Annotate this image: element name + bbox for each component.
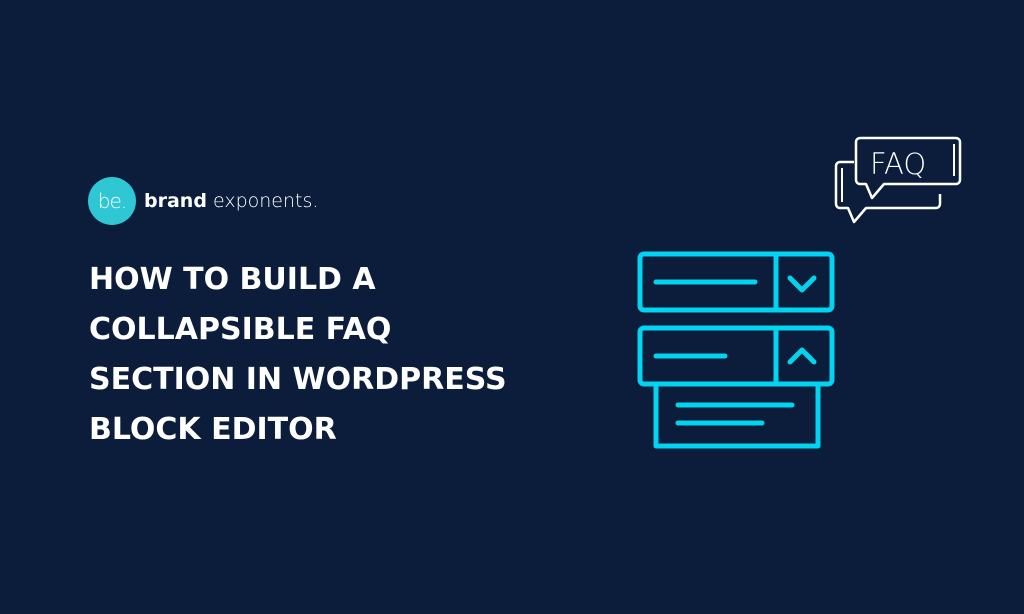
brand-name: brand exponents. xyxy=(144,190,318,212)
title-line: COLLAPSIBLE FAQ xyxy=(89,312,392,347)
accordion-icon xyxy=(637,251,835,449)
brand-mark: be. xyxy=(88,177,136,225)
brand-name-bold: brand xyxy=(144,190,207,212)
faq-bubble-text: FAQ xyxy=(870,147,926,181)
title-line: HOW TO BUILD A xyxy=(89,262,376,297)
title-line: SECTION IN WORDPRESS xyxy=(89,362,507,397)
title-line: BLOCK EDITOR xyxy=(89,412,337,447)
page-title: HOW TO BUILD A COLLAPSIBLE FAQ SECTION I… xyxy=(89,255,507,455)
brand-logo: be. brand exponents. xyxy=(88,177,318,225)
brand-name-light: exponents. xyxy=(212,190,319,212)
faq-speech-bubble-icon: FAQ xyxy=(834,136,962,224)
